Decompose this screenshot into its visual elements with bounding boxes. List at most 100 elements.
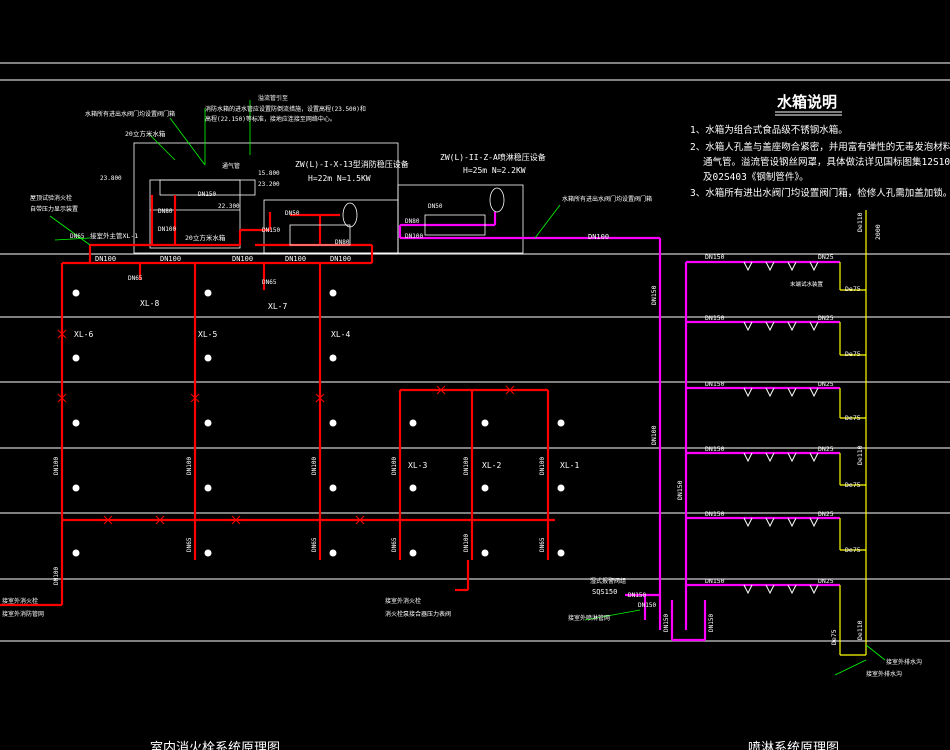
overflow-note: 消防水箱的进水管应设置防倒流措施，设置高程(23.500)和 [205,105,366,113]
valve-dn-label: DN150 [628,592,646,599]
bottom-dn-label: DN65 [311,537,318,552]
branch-dn-label: DN150 [705,445,725,453]
drain-dn-label: De75 [845,481,861,489]
pipe-size-label: DN100 [405,233,423,240]
riser-tag: XL-3 [408,461,427,470]
elevation-label: 23.800 [100,175,122,182]
branch-dn-label: DN150 [705,314,725,322]
branch-dn-label: DN65 [262,279,277,286]
end-dn-label: DN25 [818,314,834,322]
riser-connect-note: 接室外主管XL-1 [90,231,138,240]
adapter-note: 消火栓泵接合器压力表阀 [385,610,451,618]
alarm-valve-note: 湿式报警阀组 [590,577,626,585]
pipe-size-label: DN150 [262,227,280,234]
valve-dn-label: DN150 [638,602,656,609]
drain-riser-dn: De110 [856,212,864,232]
tank-note-line: 通气管。溢流管设钢丝网罩，具体做法详见国标图集12S101《 [703,156,950,168]
elevation-label: 22.300 [218,203,240,210]
end-dn-label: DN25 [818,380,834,388]
fire-valve-marks [57,329,515,525]
pipe-size-label: DN80 [158,208,173,215]
outdoor-connection-note: 接室外消火栓 [2,597,38,605]
spray-riser-dn: DN100 [650,425,658,445]
elevation-label: 15.800 [258,170,280,177]
roof-equipment [133,142,524,254]
tank-note-line: 3、水箱所有进出水阀门均设置阀门箱，检修人孔需加盖加锁。 [690,187,950,199]
branch-dn-label: DN150 [705,510,725,518]
overflow-note: 溢流管引至 [258,94,288,102]
pump2-spec: H=25m N=2.2KW [463,166,526,175]
valve-note: 水箱所有进出水阀门均设置阀门箱 [562,195,652,203]
riser-dn-label: DN100 [53,457,60,475]
floor-lines [0,62,950,642]
drain-dn-label: De75 [845,350,861,358]
bottom-dn-label: DN150 [708,614,715,632]
fire-pipe-network [0,195,555,607]
branch-dn-label: DN150 [705,577,725,585]
riser-dn-label: DN100 [391,457,398,475]
header-dn-label: DN100 [95,255,116,263]
riser-tag: XL-6 [74,330,93,339]
end-dn-label: DN25 [818,253,834,261]
drain-riser-dn: De110 [856,445,864,465]
bottom-dn-label: DN100 [463,534,470,552]
valve-note: 水箱所有进出水阀门均设置阀门箱 [85,110,175,118]
elevation-label: 23.200 [258,181,280,188]
riser-tag: XL-2 [482,461,501,470]
bottom-dn-label: DN150 [663,614,670,632]
riser-dn-label: DN100 [186,457,193,475]
riser-tag: XL-7 [268,302,287,311]
spray-pipe-network [398,212,840,642]
pump-symbols [289,187,505,246]
drain-outfall-note: 接室外排水沟 [886,658,922,666]
outdoor-connection-note: 接室外消防管网 [2,610,44,618]
riser-tag: XL-4 [331,330,350,339]
riser-tag: XL-5 [198,330,217,339]
branch-dn-label: DN65 [128,275,143,282]
drain-dn-label: De75 [830,629,838,645]
pipe-size-label: DN150 [198,191,216,198]
tank-note-title: 水箱说明 [777,93,837,111]
riser-dn-label: DN100 [463,457,470,475]
pump1-spec: H=22m N=1.5KW [308,174,371,183]
air-vent-label: 通气管 [222,162,240,170]
bottom-dn-label: DN65 [391,537,398,552]
end-test-note: 末端试水装置 [790,280,824,288]
sprinkler-heads [743,261,819,595]
drain-riser [839,210,867,656]
spray-riser-dn: DN150 [676,480,684,500]
spray-system-title: 喷淋系统原理图 [748,741,839,750]
drain-dn-label: De75 [845,414,861,422]
end-dn-label: DN25 [818,577,834,585]
header-dn-label: DN100 [232,255,253,263]
end-dn-label: DN25 [818,510,834,518]
overflow-note: 高程(22.150)等标准，接地应连接至网络中心。 [205,115,336,123]
roof-hydrant-note: 屋顶试验消火栓 [30,194,72,202]
adapter-note: 接室外消火栓 [385,597,421,605]
branch-dn-label: DN150 [705,380,725,388]
fire-system-title: 室内消火栓系统原理图 [150,740,280,750]
tank-volume-label: 20立方米水箱 [185,233,226,242]
drain-riser-dn: De110 [856,620,864,640]
branch-dn-label: DN65 [70,233,85,240]
bottom-dn-label: DN65 [539,537,546,552]
header-dn-label: DN100 [285,255,306,263]
dimension-label: 2000 [874,224,882,240]
drain-dn-label: De75 [845,546,861,554]
tank-note-line: 及02S403《钢制管件》。 [703,171,809,183]
riser-tag: XL-8 [140,299,159,308]
pump-dn-label: DN100 [53,567,60,585]
bottom-dn-label: DN65 [186,537,193,552]
hydrant-outlets [72,289,565,557]
header-dn-label: DN100 [330,255,351,263]
pipe-size-label: DN50 [285,210,300,217]
branch-dn-label: DN150 [705,253,725,261]
tank-volume-label: 20立方米水箱 [125,129,166,138]
end-dn-label: DN25 [818,445,834,453]
tank-note-line: 1、水箱为组合式食品级不锈钢水箱。 [690,124,848,136]
pipe-size-label: DN100 [158,226,176,233]
pipe-size-label: DN80 [405,218,420,225]
riser-dn-label: DN100 [311,457,318,475]
pipe-size-label: DN50 [428,203,443,210]
